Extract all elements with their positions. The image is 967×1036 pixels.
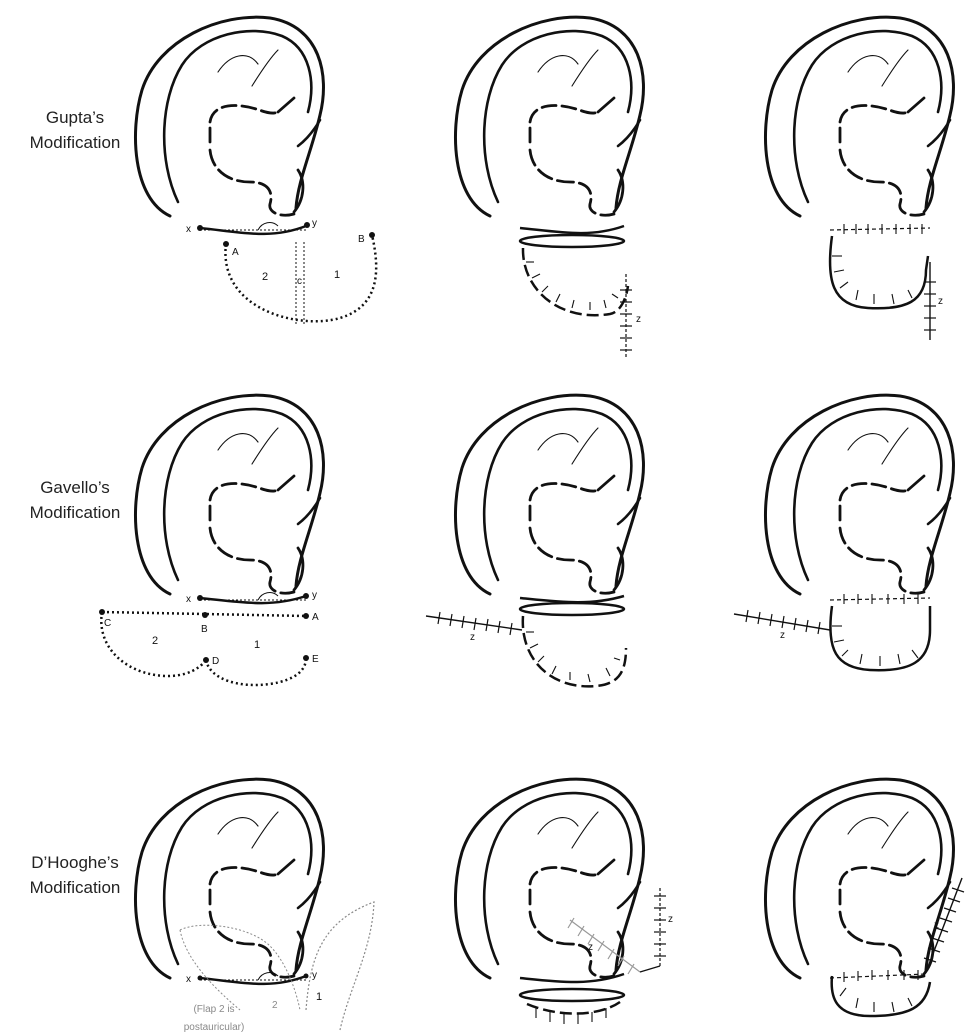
flap-note-line2: postauricular) bbox=[184, 1022, 245, 1033]
flap-2-label: 2 bbox=[272, 1000, 278, 1011]
z-plasty-label: z bbox=[938, 296, 943, 307]
point-a-label: A bbox=[312, 612, 319, 623]
point-b-label: B bbox=[358, 234, 365, 245]
gavello-panel-result: z bbox=[734, 395, 953, 670]
point-b-label: B bbox=[201, 624, 208, 635]
point-x-label: x bbox=[186, 224, 191, 235]
flap-2-label: 2 bbox=[262, 271, 268, 283]
flap-1-label: 1 bbox=[316, 991, 322, 1003]
z-plasty-label: z bbox=[470, 632, 475, 643]
gavello-panel-incision: x y A B C D E 1 2 bbox=[99, 395, 323, 685]
point-c-label: C bbox=[104, 618, 111, 629]
point-e-label: E bbox=[312, 654, 319, 665]
point-c-label: c bbox=[297, 276, 302, 287]
dhooghe-panel-transposition: z z bbox=[455, 779, 673, 1024]
z-plasty-label: z bbox=[636, 314, 641, 325]
point-y-label: y bbox=[312, 218, 317, 229]
z-plasty-label: z bbox=[668, 914, 673, 925]
flap-note-line1: (Flap 2 is bbox=[193, 1004, 234, 1015]
point-y-label: y bbox=[312, 590, 317, 601]
z-plasty-label: z bbox=[588, 942, 593, 953]
gupta-panel-transposition: z bbox=[455, 17, 643, 358]
point-d-label: D bbox=[212, 656, 219, 667]
point-a-label: A bbox=[232, 247, 239, 258]
flap-2-label: 2 bbox=[152, 635, 158, 647]
gupta-panel-incision: x y A B c 1 2 bbox=[135, 17, 376, 324]
dhooghe-panel-incision: x y 1 2 (Flap 2 is postauricular) bbox=[135, 779, 374, 1033]
z-plasty-label: z bbox=[780, 630, 785, 641]
flap-1-label: 1 bbox=[334, 269, 340, 281]
dhooghe-panel-result: z bbox=[765, 779, 964, 1016]
z-plasty-label: z bbox=[934, 920, 939, 931]
gavello-panel-transposition: z bbox=[426, 395, 643, 686]
point-x-label: x bbox=[186, 974, 191, 985]
gupta-panel-result: z bbox=[765, 17, 953, 340]
point-y-label: y bbox=[312, 970, 317, 981]
flap-1-label: 1 bbox=[254, 639, 260, 651]
point-x-label: x bbox=[186, 594, 191, 605]
